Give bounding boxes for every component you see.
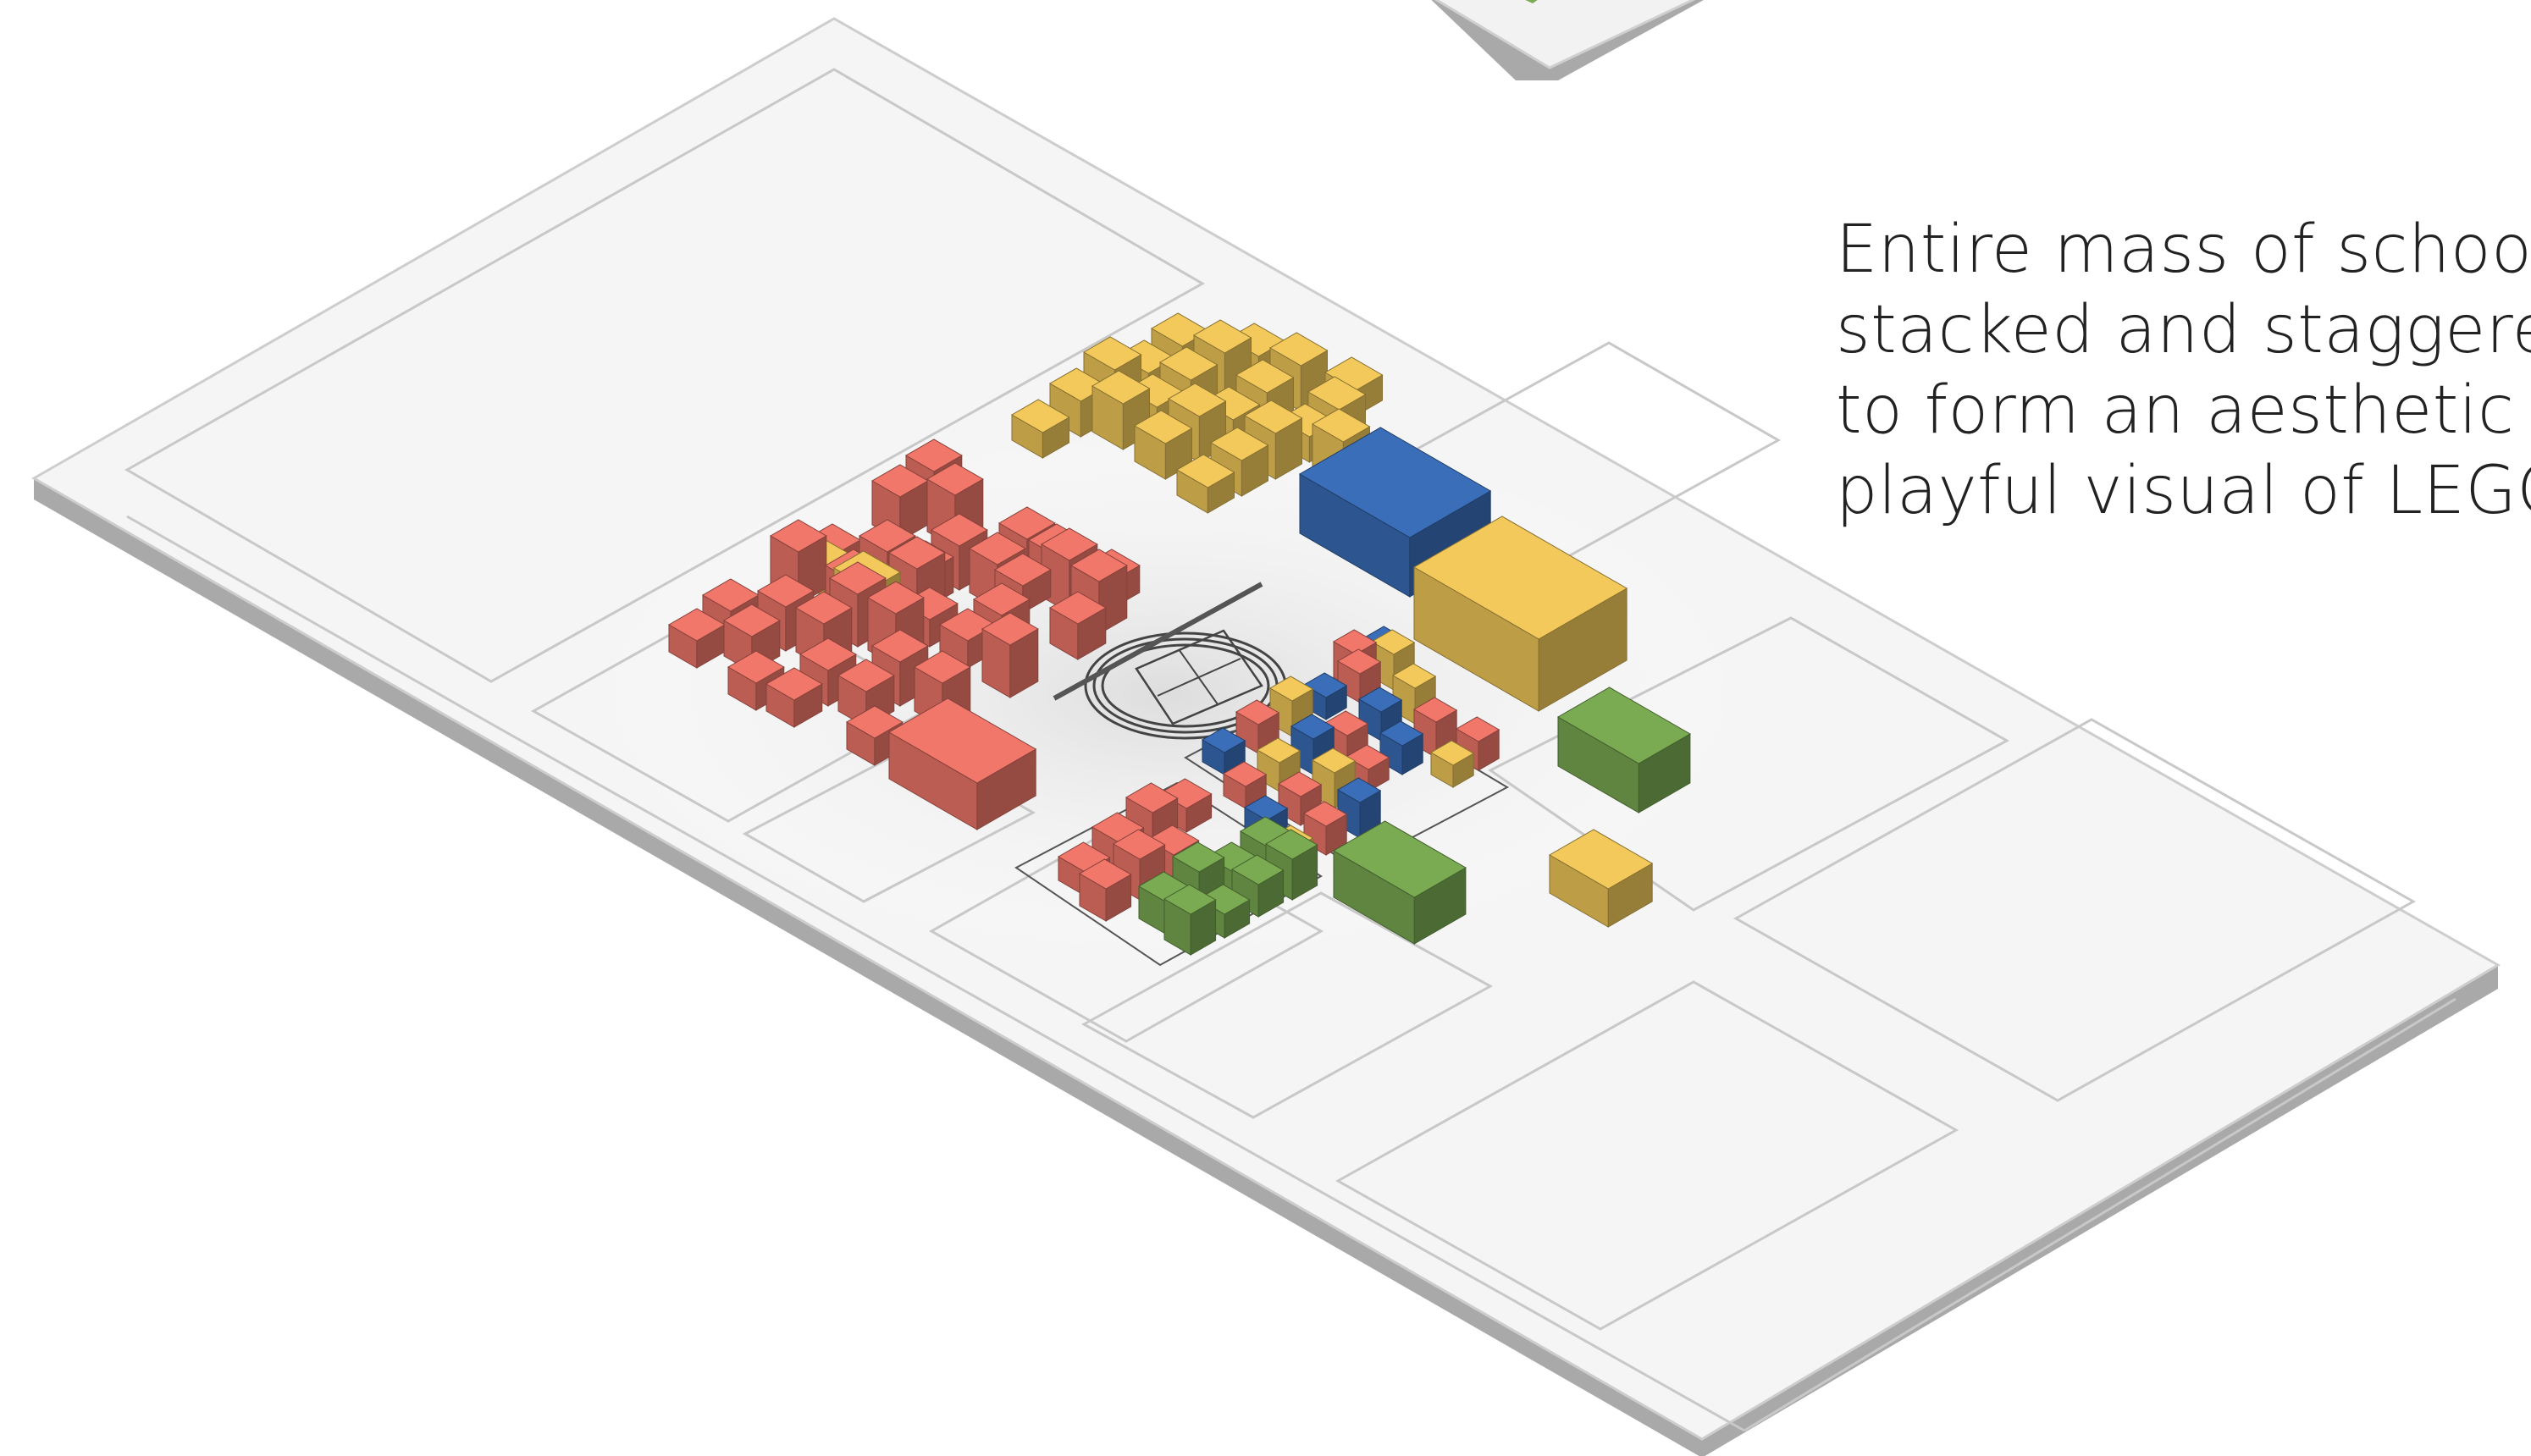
partial-slab-top — [1423, 0, 1719, 80]
caption-line-1: Entire mass of school — [1836, 210, 2513, 290]
red-block — [982, 613, 1038, 698]
caption: Entire mass of school stacked and stagge… — [1836, 210, 2513, 532]
green-block — [1164, 885, 1216, 955]
caption-line-2: stacked and staggered — [1836, 290, 2513, 371]
caption-line-4: playful visual of LEGO. — [1836, 451, 2513, 532]
caption-line-3: to form an aesthetic — [1836, 371, 2513, 451]
